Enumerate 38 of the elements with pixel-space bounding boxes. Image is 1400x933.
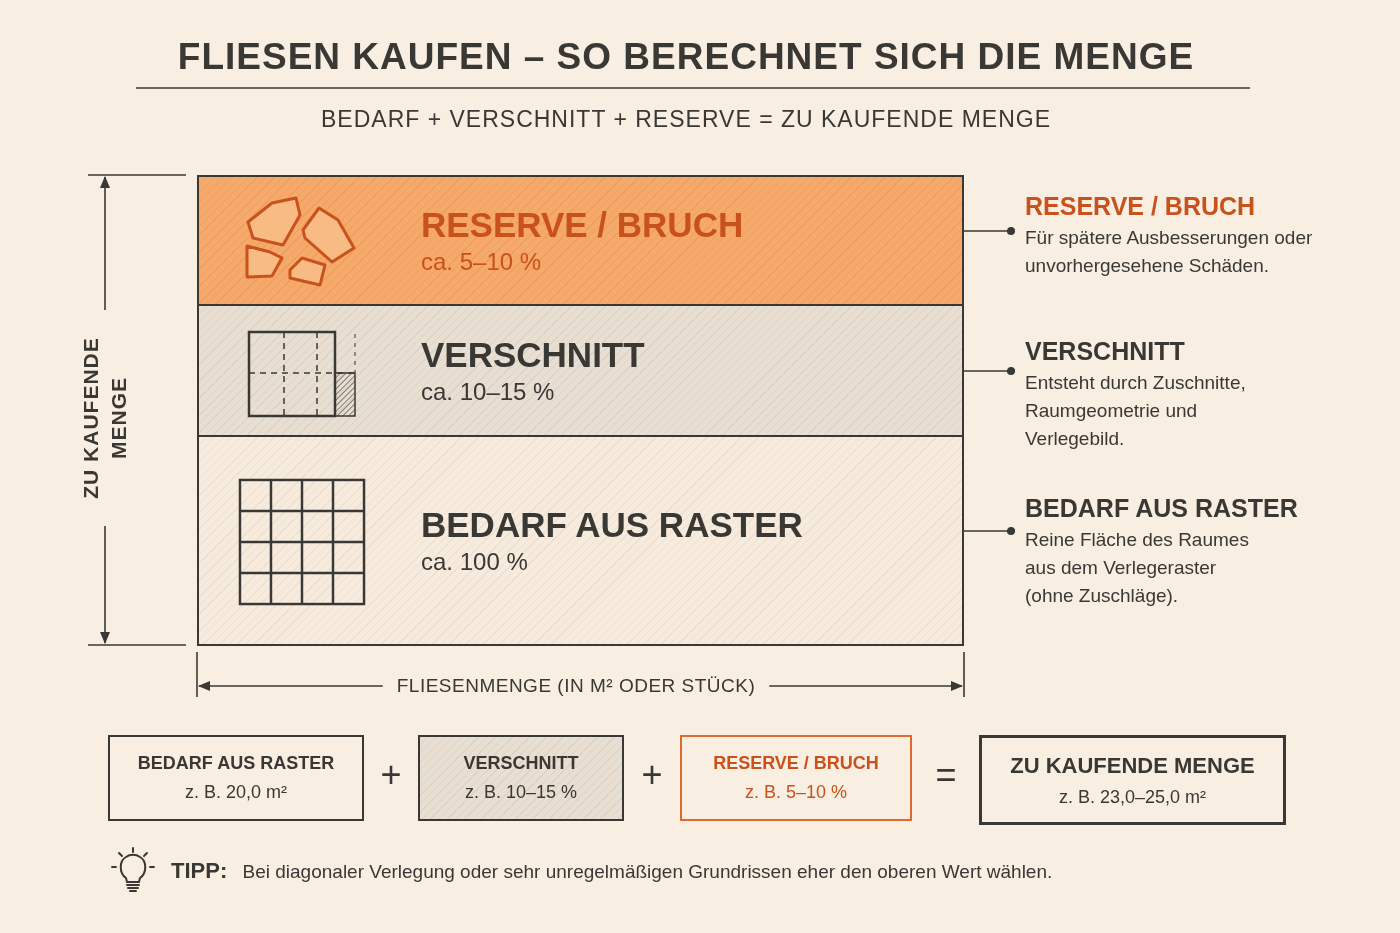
leader-line <box>962 226 1016 236</box>
note-heading: VERSCHNITT <box>1025 336 1186 367</box>
example-value: z. B. 5–10 % <box>744 782 848 803</box>
title: FLIESEN KAUFEN – SO BERECHNET SICH DIE MENGE <box>177 36 1195 78</box>
percentage-text: ca. 5–10 % <box>421 246 542 277</box>
formula-box <box>418 735 624 821</box>
note-heading: BEDARF AUS RASTER <box>1025 493 1298 524</box>
dimension-label: ZU KAUFENDE MENGE <box>78 336 131 501</box>
note-text: Reine Fläche des Raumes aus dem Verlegeraster (ohne Zuschläge). <box>1025 528 1250 608</box>
plus-sign: + <box>641 754 663 796</box>
band-heading: BEDARF AUS RASTER <box>421 503 803 546</box>
percentage-text: ca. 10–15 % <box>421 376 555 407</box>
percentage-text: ca. 100 % <box>421 546 528 577</box>
tip-text: TIPP: Bei diagonaler Verlegung oder sehr unregelmäßigen Grundrissen eher den oberen Wert wählen. <box>171 858 1053 884</box>
quantity-band <box>197 304 964 437</box>
box-heading: VERSCHNITT <box>463 753 579 774</box>
equals-sign: = <box>935 754 957 796</box>
formula-box <box>108 735 364 821</box>
quantity-band <box>197 175 964 306</box>
example-value: z. B. 20,0 m² <box>184 782 287 803</box>
example-value: z. B. 10–15 % <box>464 782 578 803</box>
leader-line <box>962 526 1016 536</box>
box-heading: ZU KAUFENDE MENGE <box>1010 752 1255 779</box>
leader-line <box>962 366 1016 376</box>
plus-sign: + <box>380 754 402 796</box>
formula-box <box>680 735 912 821</box>
example-value: z. B. 23,0–25,0 m² <box>1058 786 1207 808</box>
dimension-label: FLIESENMENGE (IN M² ODER STÜCK) <box>396 675 756 697</box>
note-text: Für spätere Ausbesserungen oder unvorhergesehene Schäden. <box>1025 226 1314 278</box>
note-heading: RESERVE / BRUCH <box>1025 191 1257 222</box>
box-heading: BEDARF AUS RASTER <box>137 753 335 774</box>
formula-box <box>979 735 1286 825</box>
box-heading: RESERVE / BRUCH <box>713 753 879 774</box>
formula-subtitle: BEDARF + VERSCHNITT + RESERVE = ZU KAUFENDE MENGE <box>321 105 1051 133</box>
note-text: Entsteht durch Zuschnitte, Raumgeometrie und Verlegebild. <box>1025 371 1247 451</box>
band-heading: VERSCHNITT <box>421 333 645 376</box>
quantity-band <box>197 435 964 646</box>
band-heading: RESERVE / BRUCH <box>421 203 744 246</box>
